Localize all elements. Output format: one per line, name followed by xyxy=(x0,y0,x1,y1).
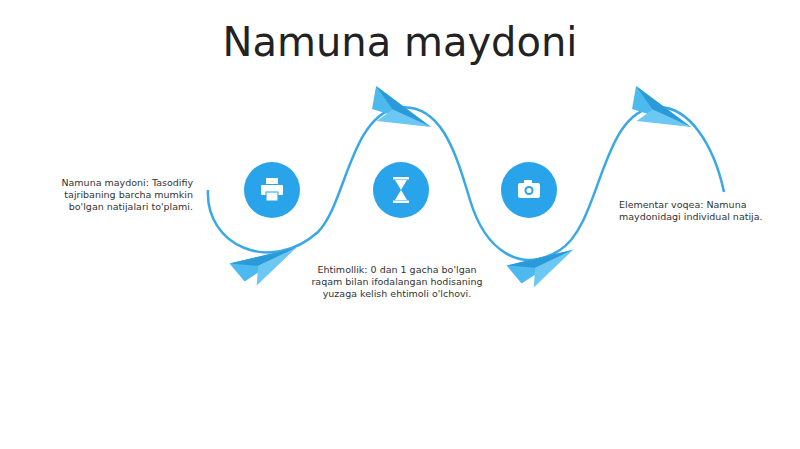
hourglass-icon xyxy=(393,177,409,203)
printer-icon xyxy=(261,178,283,201)
page-title: Namuna maydoni xyxy=(0,16,800,68)
step-description: Elementar voqea: Namuna maydonidagi indi… xyxy=(619,199,771,223)
step-description: Namuna maydoni: Tasodifiy tajribaning ba… xyxy=(55,177,193,213)
wave-line xyxy=(208,107,724,260)
paper-plane xyxy=(507,242,581,293)
icon-circle xyxy=(244,162,300,218)
icon-circle xyxy=(501,162,557,218)
step-description: Ehtimollik: 0 dan 1 gacha bo'lgan raqam … xyxy=(303,264,491,300)
paper-plane xyxy=(621,86,695,146)
camera-icon xyxy=(518,180,540,198)
icon-circle xyxy=(373,162,429,218)
paper-plane xyxy=(361,86,435,146)
paper-plane xyxy=(230,240,304,291)
